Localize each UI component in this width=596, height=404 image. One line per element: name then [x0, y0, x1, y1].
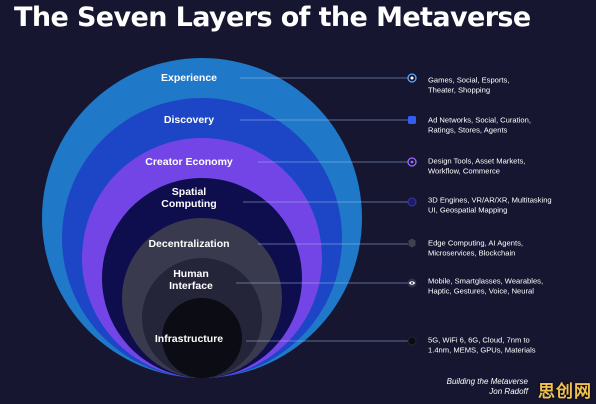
layer-label-discovery: Discovery	[163, 114, 215, 126]
chip-icon	[407, 336, 417, 346]
layer-description-creator-economy: Design Tools, Asset Markets, Workflow, C…	[428, 156, 526, 175]
layer-description-experience: Games, Social, Esports, Theater, Shoppin…	[428, 75, 510, 94]
layer-label-decentralization: Decentralization	[148, 238, 230, 250]
layer-description-infrastructure: 5G, WiFi 6, 6G, Cloud, 7nm to 1.4nm, MEM…	[428, 335, 536, 354]
layer-label-creator-economy: Creator Economy	[145, 156, 233, 168]
square-icon	[408, 116, 416, 124]
diamond-icon	[407, 157, 417, 167]
watermark-logo: 思创网	[538, 382, 592, 402]
layer-description-spatial-computing: 3D Engines, VR/AR/XR, Multitasking UI, G…	[428, 195, 552, 214]
credit-book-title: Building the Metaverse	[446, 377, 528, 386]
eye-icon	[407, 278, 417, 288]
credit-author: Jon Radoff	[489, 387, 528, 396]
diagram-title: The Seven Layers of the Metaverse	[14, 2, 531, 33]
layer-label-human-interface: Human Interface	[169, 268, 213, 292]
layer-label-infrastructure: Infrastructure	[154, 333, 224, 345]
hexagon-icon	[408, 238, 416, 248]
layer-description-decentralization: Edge Computing, AI Agents, Microservices…	[428, 238, 523, 257]
credit: Building the Metaverse Jon Radoff	[447, 377, 528, 397]
circle-icon	[407, 197, 417, 207]
layer-label-spatial-computing: Spatial Computing	[161, 186, 217, 210]
layer-description-discovery: Ad Networks, Social, Curation, Ratings, …	[428, 115, 531, 134]
layer-circle-infrastructure	[162, 298, 242, 378]
layer-description-human-interface: Mobile, Smartglasses, Wearables, Haptic,…	[428, 276, 544, 295]
circle-dot-icon	[407, 73, 417, 83]
layer-label-experience: Experience	[160, 72, 218, 84]
